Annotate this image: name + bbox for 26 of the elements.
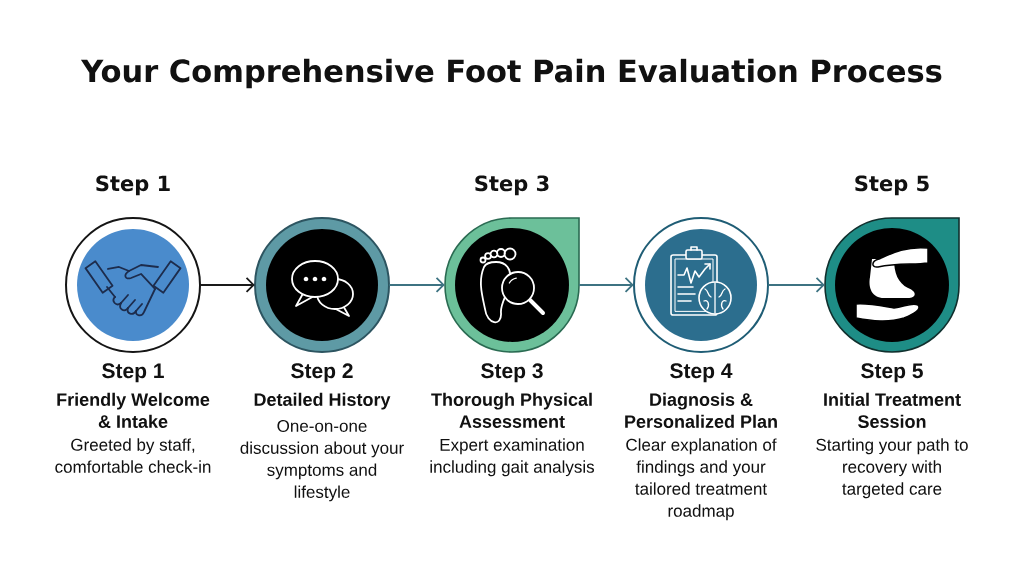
step-description: Starting your path to recovery with targeted care — [816, 438, 968, 499]
circle-badge — [633, 217, 769, 353]
arrow — [388, 277, 445, 293]
step-description: Greeted by staff, comfortable check-in — [55, 438, 211, 473]
step-label: Step 5 — [861, 363, 923, 383]
step-description: Expert examination including gait analysis — [430, 438, 595, 477]
step-heading: Thorough Physical Assessment — [431, 392, 592, 428]
step-heading: Initial Treatment Session — [824, 392, 961, 428]
step-label: Step 2 — [291, 363, 353, 383]
arrow — [578, 277, 634, 293]
step-label: Step 1 — [102, 363, 164, 383]
teardrop-badge — [444, 217, 580, 353]
arrow — [199, 277, 255, 293]
step-label: Step 3 — [475, 175, 549, 196]
arrow — [767, 277, 825, 293]
step-description: Clear explanation of findings and your tailored treatment roadmap — [626, 438, 777, 521]
step-heading: Friendly Welcome & Intake — [57, 392, 210, 428]
title: Your Comprehensive Foot Pain Evaluation Process — [80, 58, 942, 89]
step-label: Step 5 — [855, 175, 929, 196]
step-description: One-on-one discussion about your symptoms and lifestyle — [240, 419, 404, 502]
step-label: Step 4 — [670, 363, 733, 383]
circle-badge — [65, 217, 201, 353]
step-heading: Detailed History — [254, 392, 391, 410]
step-heading: Diagnosis & Personalized Plan — [625, 392, 777, 428]
step-label: Step 1 — [96, 175, 170, 196]
step-label: Step 3 — [481, 363, 543, 383]
